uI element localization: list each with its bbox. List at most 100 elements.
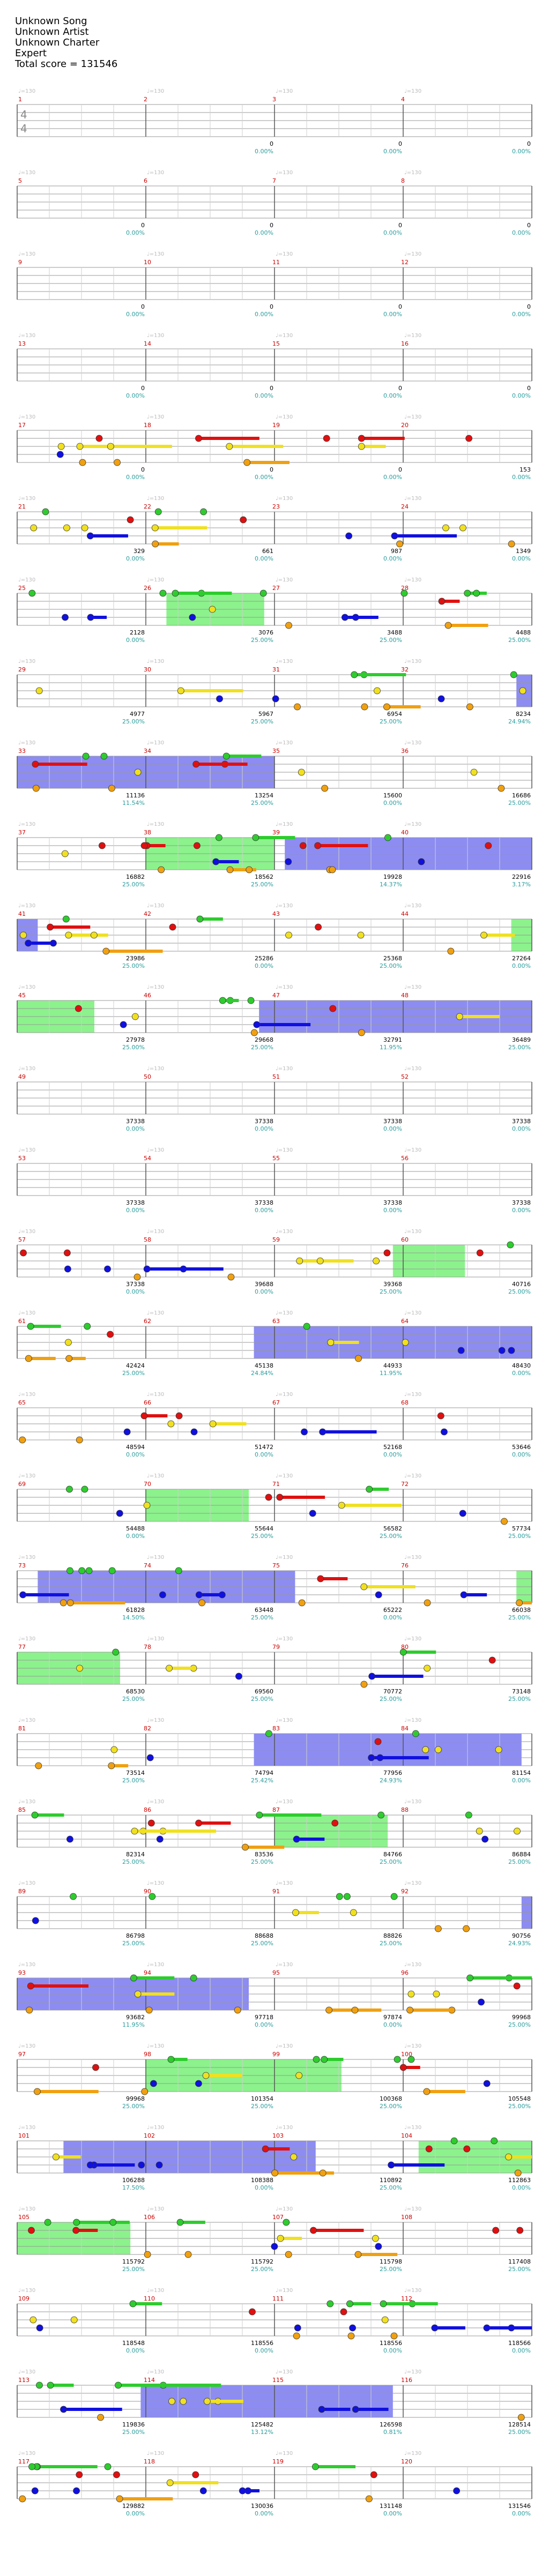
- bpm-marker: ♩=130: [147, 2288, 164, 2294]
- note: [138, 2161, 145, 2169]
- note: [290, 2153, 298, 2161]
- measure-percent: 25.00%: [380, 637, 402, 644]
- measure-percent: 0.00%: [383, 392, 402, 399]
- note: [424, 1664, 431, 1672]
- note: [465, 435, 473, 442]
- measure-number: 27: [272, 585, 280, 592]
- measure-score: 37338: [383, 1199, 402, 1206]
- note: [396, 540, 403, 548]
- note: [242, 1843, 249, 1851]
- note: [375, 2243, 382, 2250]
- measure-number: 105: [18, 2214, 29, 2221]
- bpm-marker: ♩=130: [404, 740, 421, 746]
- measure-percent: 11.95%: [122, 2021, 145, 2028]
- measure-percent: 25.00%: [380, 2266, 402, 2273]
- note: [265, 1494, 272, 1501]
- note: [314, 842, 322, 849]
- note: [32, 1917, 39, 1924]
- measure-percent: 0.00%: [512, 229, 531, 236]
- measure-percent: 0.00%: [383, 1614, 402, 1621]
- sustain-note: [198, 1821, 231, 1825]
- measure-score: 44933: [383, 1362, 402, 1369]
- note: [133, 1273, 141, 1281]
- sustain-note: [35, 763, 87, 766]
- note: [480, 931, 487, 939]
- note: [66, 1835, 73, 1843]
- sustain-note: [486, 2326, 532, 2329]
- measure-score: 126598: [380, 2421, 402, 2428]
- sustain-note: [330, 1341, 359, 1344]
- measure-score: 88688: [255, 1932, 273, 1939]
- note: [325, 2006, 333, 2014]
- measure-number: 57: [18, 1236, 26, 1243]
- bpm-marker: ♩=130: [404, 1962, 421, 1968]
- sustain-note: [383, 2302, 438, 2305]
- note: [143, 1265, 151, 1273]
- measure-number: 53: [18, 1155, 26, 1162]
- measure-number: 2: [144, 96, 147, 103]
- note: [190, 1974, 197, 1982]
- bpm-marker: ♩=130: [276, 1066, 293, 1072]
- note: [296, 1257, 303, 1265]
- measure-score: 130036: [251, 2503, 273, 2510]
- note: [209, 1420, 217, 1428]
- bpm-marker: ♩=130: [147, 1962, 164, 1968]
- note: [365, 2495, 373, 2503]
- measure-score: 16686: [512, 792, 531, 799]
- measure-number: 99: [272, 2051, 280, 2058]
- note: [177, 687, 184, 695]
- note: [492, 2227, 500, 2234]
- note: [209, 606, 216, 613]
- sustain-note: [180, 2221, 205, 2224]
- bpm-marker: ♩=130: [147, 88, 164, 94]
- bpm-marker: ♩=130: [404, 2043, 421, 2049]
- note: [375, 1591, 382, 1599]
- measure-percent: 25.00%: [380, 718, 402, 725]
- note: [358, 435, 365, 442]
- note: [345, 532, 353, 540]
- measure-number: 15: [272, 340, 280, 347]
- measure-score: 329: [133, 548, 145, 555]
- measure-number: 67: [272, 1399, 280, 1406]
- measure-score: 93682: [126, 2014, 145, 2021]
- measure-number: 45: [18, 992, 26, 999]
- note: [303, 1323, 310, 1330]
- note: [62, 915, 70, 923]
- note: [195, 2080, 202, 2087]
- sustain-note: [342, 1504, 402, 1507]
- measure-number: 72: [401, 1481, 409, 1488]
- measure-score: 11136: [126, 792, 145, 799]
- note: [465, 1811, 472, 1819]
- sustain-note: [459, 1015, 500, 1018]
- bpm-marker: ♩=130: [276, 251, 293, 257]
- measure-number: 6: [144, 177, 147, 184]
- note: [250, 1029, 258, 1036]
- note: [473, 589, 480, 597]
- bpm-marker: ♩=130: [147, 1636, 164, 1642]
- bpm-marker: ♩=130: [18, 414, 35, 420]
- difficulty: Expert: [15, 48, 47, 59]
- measure-percent: 0.00%: [126, 1451, 145, 1458]
- measure-number: 1: [18, 96, 22, 103]
- sustain-note: [403, 2066, 420, 2069]
- sustain-note: [34, 1813, 64, 1817]
- note: [247, 997, 255, 1004]
- bpm-marker: ♩=130: [18, 2206, 35, 2212]
- note: [466, 1974, 474, 1982]
- bpm-marker: ♩=130: [276, 822, 293, 827]
- bpm-marker: ♩=130: [404, 251, 421, 257]
- note: [349, 2324, 357, 2332]
- note: [347, 2332, 355, 2340]
- note: [113, 2471, 120, 2478]
- measure-score: 27264: [512, 955, 531, 962]
- sustain-note: [355, 2408, 389, 2411]
- note: [196, 915, 204, 923]
- measure-percent: 25.00%: [508, 800, 531, 807]
- measure-score: 125482: [251, 2421, 273, 2428]
- bpm-marker: ♩=130: [276, 2288, 293, 2294]
- measure-score: 61828: [126, 1607, 145, 1614]
- note: [115, 2381, 122, 2389]
